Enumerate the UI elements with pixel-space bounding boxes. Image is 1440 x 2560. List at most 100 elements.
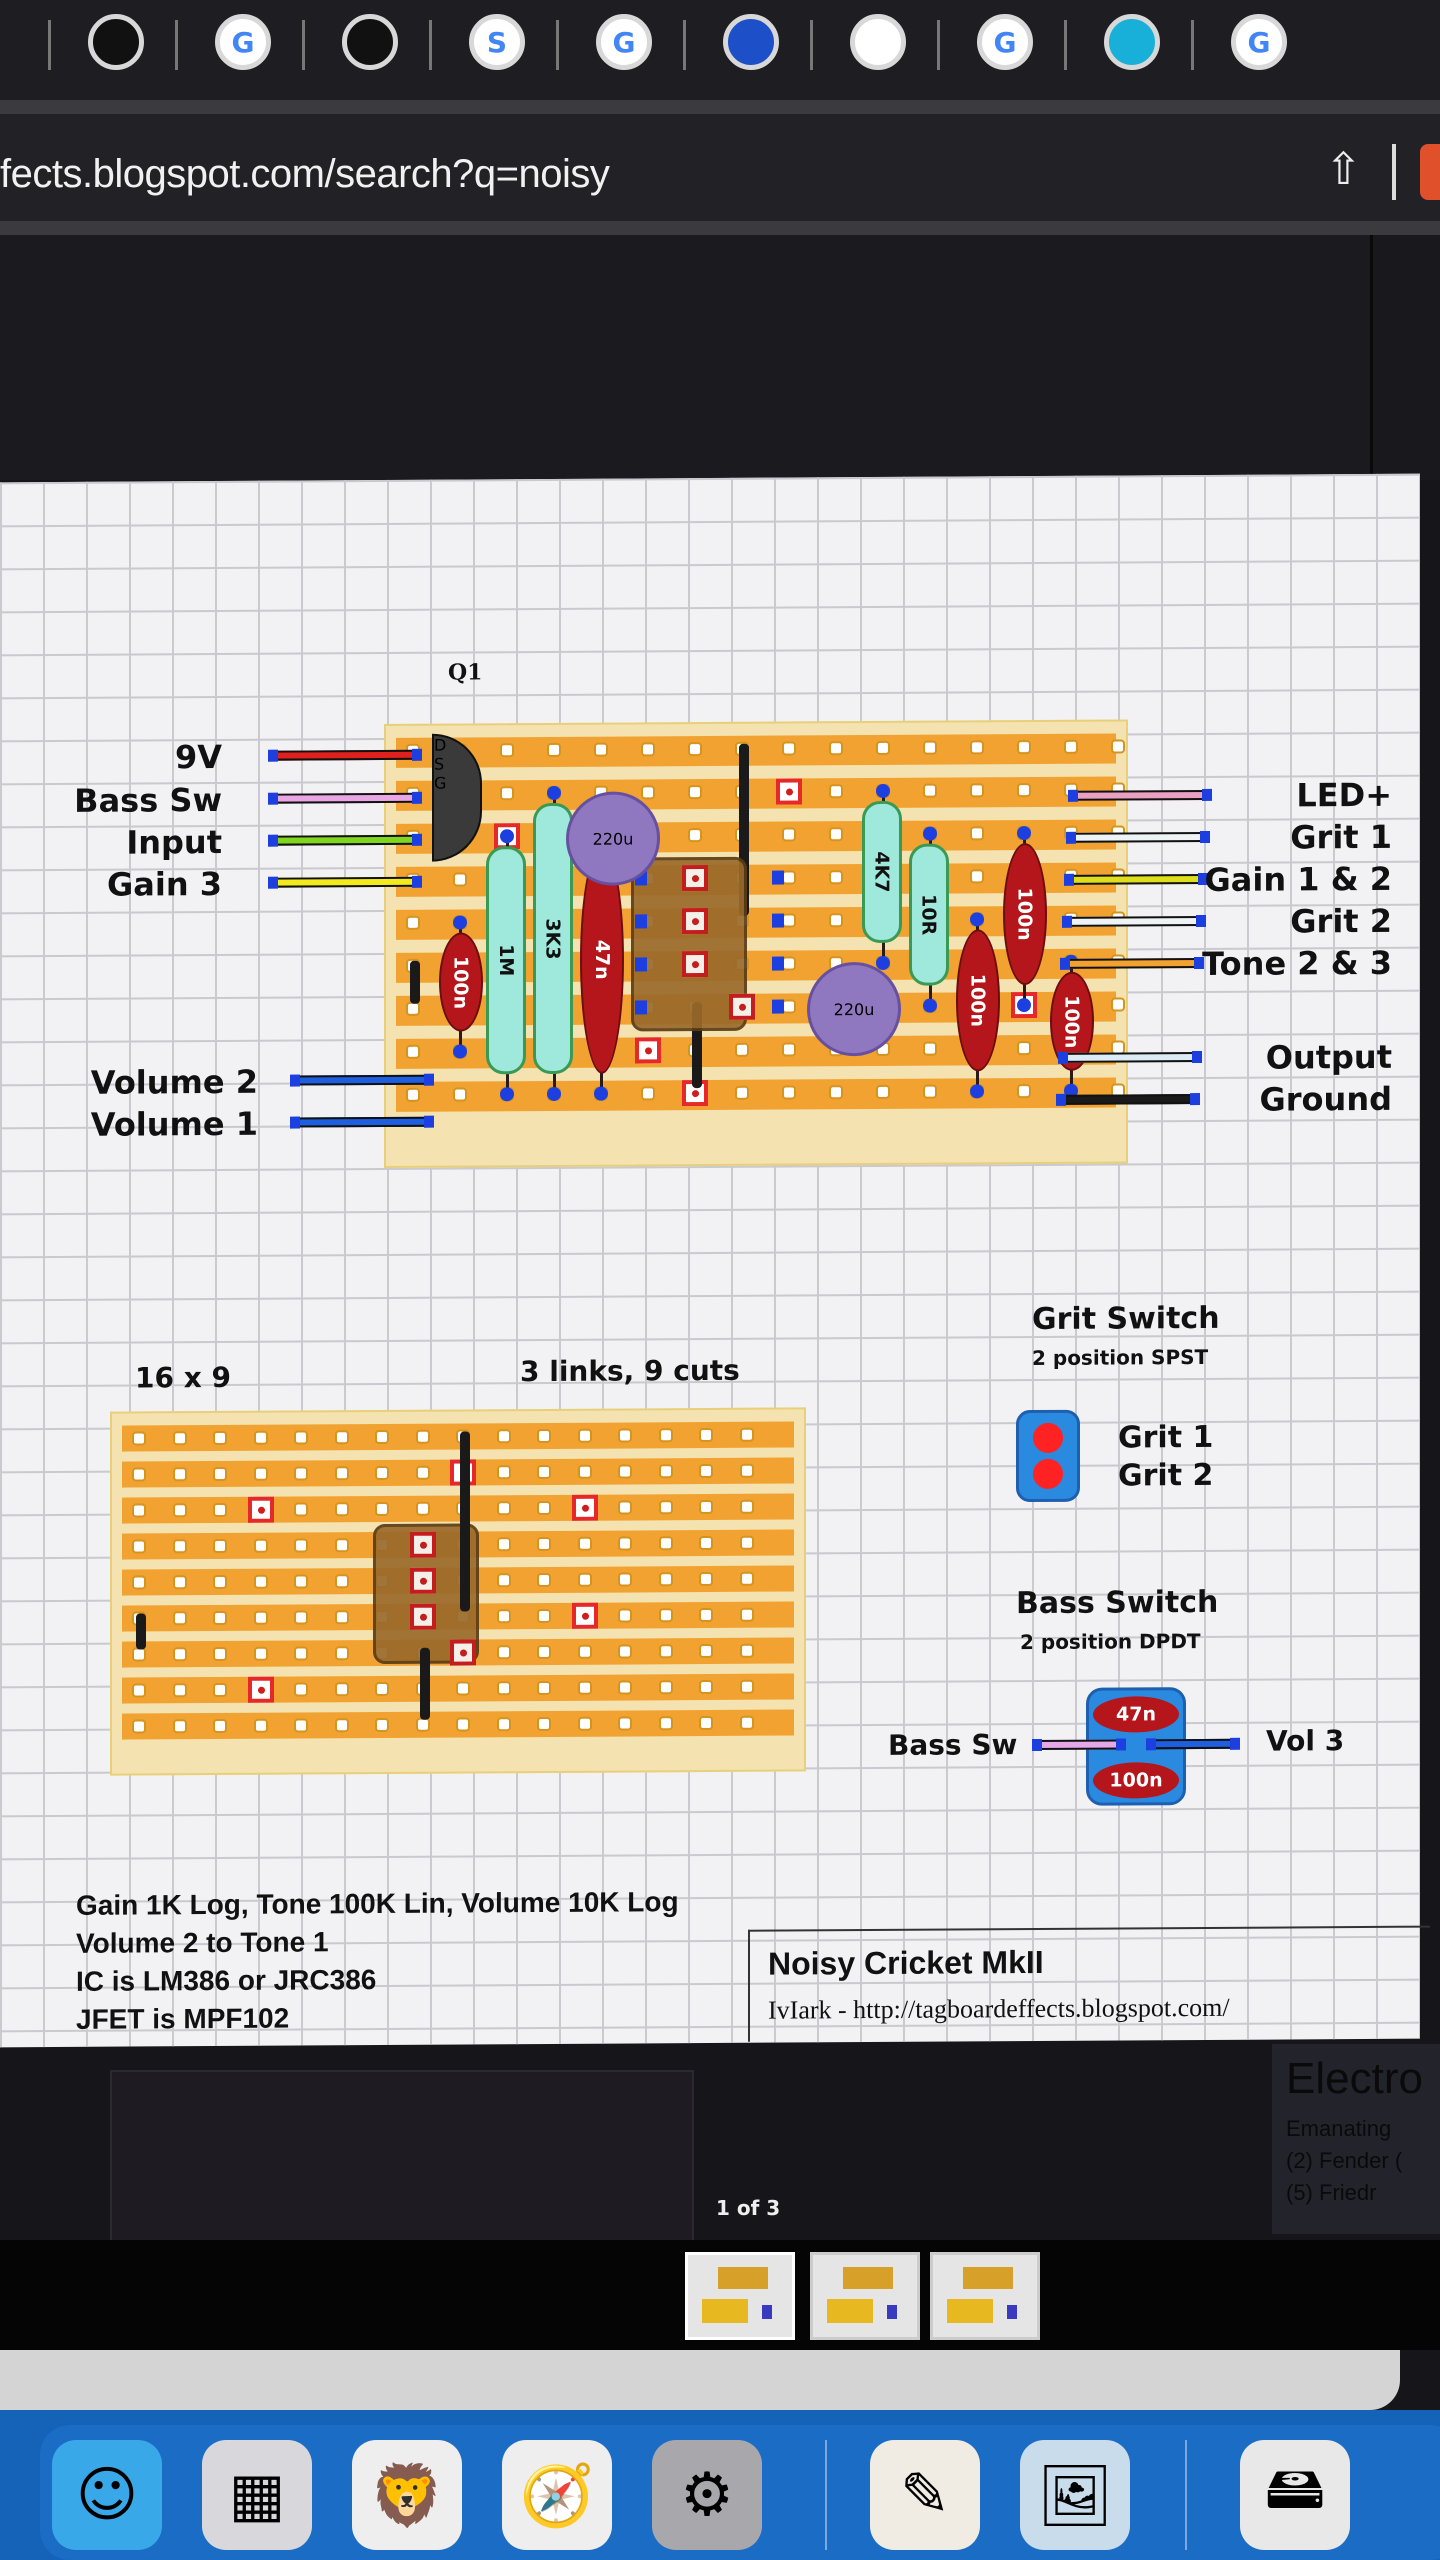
strip-hole xyxy=(701,1465,711,1477)
strip-hole xyxy=(741,1717,752,1728)
strip-hole xyxy=(134,1541,144,1552)
tab-divider xyxy=(1191,20,1194,70)
strip-hole xyxy=(972,828,982,839)
dock-app-brave[interactable]: 🦁 xyxy=(352,2440,462,2550)
strip-hole xyxy=(296,1540,306,1551)
strip-hole xyxy=(620,1466,630,1477)
address-bar[interactable]: fects.blogspot.com/search?q=noisy ⇧ xyxy=(0,100,1440,235)
browser-tab[interactable] xyxy=(723,14,779,70)
strip-hole xyxy=(539,1610,549,1622)
brave-shield-icon[interactable] xyxy=(1420,144,1440,200)
strip-hole xyxy=(408,917,418,928)
strip-hole xyxy=(336,1504,347,1515)
strip-hole xyxy=(134,1433,144,1444)
page-background-top xyxy=(0,235,1440,480)
finder-icon: ☺ xyxy=(75,2460,139,2530)
gallery-thumbnail-strip xyxy=(0,2240,1440,2350)
strip-hole xyxy=(215,1720,225,1732)
grit-switch-label-2: Grit 2 xyxy=(1118,1457,1214,1494)
browser-tab[interactable]: G xyxy=(977,14,1033,70)
browser-tab[interactable]: G xyxy=(215,14,271,70)
gallery-thumbnail-3[interactable] xyxy=(930,2252,1040,2340)
strip-hole xyxy=(737,1087,747,1098)
dock-app-textedit[interactable]: ✎ xyxy=(870,2440,980,2550)
tab-divider xyxy=(175,20,178,70)
strip-hole xyxy=(925,785,935,796)
strip-hole xyxy=(498,1467,509,1478)
strip-hole xyxy=(1066,741,1076,752)
strip-hole xyxy=(377,1431,387,1443)
dock-app-finder[interactable]: ☺ xyxy=(52,2440,162,2550)
strip-hole xyxy=(458,1719,468,1730)
wire-grit-1 xyxy=(1068,831,1208,843)
strip-hole xyxy=(737,1044,747,1055)
strip-hole xyxy=(579,1718,590,1729)
browser-tab[interactable] xyxy=(342,14,398,70)
strip-hole xyxy=(539,1646,549,1658)
tab-divider xyxy=(810,20,813,70)
share-icon[interactable]: ⇧ xyxy=(1325,144,1362,195)
strip-hole xyxy=(620,1718,630,1729)
wire-link xyxy=(419,1647,430,1720)
wire-tone-2-3 xyxy=(1062,957,1202,969)
dock-divider xyxy=(825,2440,827,2550)
strip-hole xyxy=(741,1465,752,1476)
strip-hole xyxy=(972,742,982,753)
wire-label: Tone 2 & 3 xyxy=(1202,943,1392,983)
ic-pin-cut xyxy=(409,1567,436,1594)
strip-hole xyxy=(296,1504,306,1515)
browser-tab[interactable] xyxy=(850,14,906,70)
capacitor-100n-leg xyxy=(970,1084,984,1099)
strip-hole xyxy=(377,1683,387,1695)
browser-tab[interactable]: G xyxy=(596,14,652,70)
strip-hole xyxy=(134,1577,144,1588)
wire-gain-3 xyxy=(270,876,420,888)
gallery-thumbnail-1[interactable] xyxy=(685,2252,795,2340)
ecap-value: 220u xyxy=(833,999,875,1019)
gallery-thumbnail-2[interactable] xyxy=(810,2252,920,2340)
preview-icon: 🖼 xyxy=(1036,2460,1114,2531)
dock-app-safari[interactable]: 🧭 xyxy=(502,2440,612,2550)
strip-hole xyxy=(701,1573,711,1585)
strip-hole xyxy=(408,1046,418,1057)
resistor-1m-value: 1M xyxy=(494,944,517,977)
ic-pin xyxy=(772,913,784,928)
strip-hole xyxy=(174,1721,185,1732)
strip-hole xyxy=(831,915,841,926)
wire-input xyxy=(270,834,420,846)
dock-app-preview[interactable]: 🖼 xyxy=(1020,2440,1130,2550)
strip-hole xyxy=(215,1648,225,1660)
browser-tab[interactable]: G xyxy=(1231,14,1287,70)
links-cuts-summary: 3 links, 9 cuts xyxy=(520,1353,740,1389)
strip-hole xyxy=(498,1503,509,1514)
browser-tab[interactable] xyxy=(1104,14,1160,70)
dock-app-disk-utility[interactable]: 🖴 xyxy=(1240,2440,1350,2550)
capacitor-100n-leg xyxy=(453,915,467,930)
dock-app-system-settings[interactable]: ⚙ xyxy=(652,2440,762,2550)
strip-hole xyxy=(417,1467,428,1478)
strip-hole xyxy=(498,1575,509,1586)
strip-hole xyxy=(134,1469,144,1480)
strip-hole xyxy=(215,1540,225,1552)
browser-tab[interactable]: S xyxy=(469,14,525,70)
strip-hole xyxy=(539,1466,549,1478)
strip-hole xyxy=(579,1466,590,1477)
url-text[interactable]: fects.blogspot.com/search?q=noisy xyxy=(0,152,610,196)
strip-hole xyxy=(174,1541,185,1552)
tab-divider xyxy=(556,20,559,70)
tab-divider xyxy=(937,20,940,70)
strip-hole xyxy=(255,1432,266,1443)
browser-tab[interactable] xyxy=(88,14,144,70)
strip-hole xyxy=(296,1612,306,1623)
strip-hole xyxy=(1113,741,1123,752)
wire-link xyxy=(136,1613,146,1650)
strip-hole xyxy=(455,874,465,885)
dock-app-launchpad[interactable]: ▦ xyxy=(202,2440,312,2550)
strip-hole xyxy=(925,742,935,753)
bass-cap-bottom: 100n xyxy=(1093,1762,1179,1799)
credit-author-link[interactable]: IvIark - http://tagboardeffects.blogspot… xyxy=(768,1992,1230,2025)
resistor-4k7: 4K7 xyxy=(862,800,902,944)
strip-hole xyxy=(408,1003,418,1014)
